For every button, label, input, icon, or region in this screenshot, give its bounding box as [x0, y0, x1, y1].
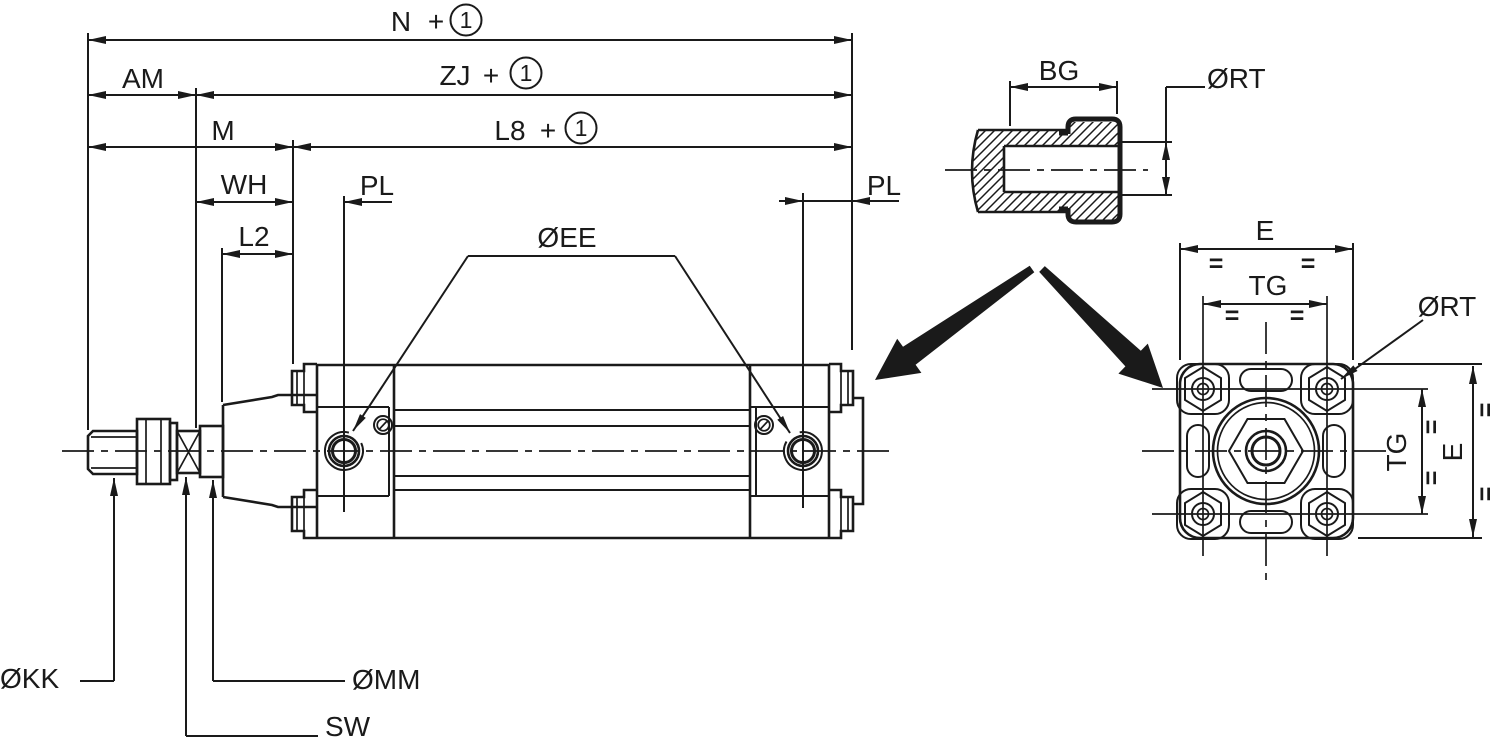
- dim-label-rt-detail: ØRT: [1207, 63, 1266, 94]
- dim-label-l2: L2: [238, 221, 269, 252]
- dim-label-am: AM: [122, 63, 164, 94]
- main-dimension-labels: N + 1 AM ZJ + 1 M L8 + 1 WH PL PL L2 ØEE: [122, 3, 901, 253]
- dim-label-bg: BG: [1039, 55, 1079, 86]
- circled-note-l8: [564, 111, 598, 145]
- main-dimension-lines: [88, 36, 899, 434]
- cylinder-side-view: [62, 362, 890, 540]
- circled-note-zj-text: 1: [520, 60, 533, 86]
- equal-mark: =: [1290, 302, 1305, 330]
- dim-label-ee: ØEE: [537, 222, 596, 253]
- dim-label-sw: SW: [325, 711, 371, 741]
- slot-top: [1239, 368, 1293, 392]
- pointer-arrow-right: [1039, 266, 1163, 388]
- dim-label-zj: ZJ: [439, 60, 470, 91]
- tie-rod-nut-tr: [1300, 363, 1354, 415]
- dim-label-zj-plus: +: [483, 60, 499, 91]
- end-view: E = = TG = = ØRT TG = = E = =: [1142, 215, 1500, 583]
- dim-label-l8: L8: [494, 115, 525, 146]
- pointer-arrows: [875, 265, 1163, 388]
- dim-label-tg-top: TG: [1249, 270, 1288, 301]
- cushion-screw-left: [373, 415, 393, 435]
- circled-note-n: [449, 3, 483, 37]
- circled-note-zj: [509, 56, 543, 90]
- equal-mark: =: [1209, 250, 1224, 278]
- dim-label-rt-end: ØRT: [1418, 291, 1477, 322]
- circled-note-n-text: 1: [460, 7, 473, 33]
- dim-label-mm: ØMM: [352, 664, 420, 695]
- slot-right: [1322, 424, 1346, 478]
- equal-mark: =: [1472, 487, 1500, 502]
- dim-label-wh: WH: [221, 169, 268, 200]
- dim-label-tg-side: TG: [1381, 433, 1412, 472]
- cushion-screw-right: [754, 415, 774, 435]
- bottom-callouts: ØKK ØMM SW: [0, 477, 420, 741]
- equal-mark: =: [1301, 250, 1316, 278]
- equal-mark: =: [1418, 420, 1446, 435]
- detail-section-view: BG ØRT: [945, 55, 1266, 225]
- main-extension-lines: [87, 33, 853, 512]
- tie-rod-nut-br: [1300, 488, 1354, 540]
- center-boss: [1211, 396, 1321, 506]
- dim-label-m: M: [211, 115, 234, 146]
- pointer-arrow-left: [875, 265, 1035, 380]
- dim-label-kk: ØKK: [0, 663, 59, 694]
- port-right: [782, 431, 823, 472]
- dim-label-pl-left: PL: [360, 170, 394, 201]
- rear-boss: [853, 396, 865, 506]
- dim-label-n-plus: +: [428, 6, 444, 37]
- port-left: [323, 430, 364, 471]
- dim-label-e-side: E: [1437, 443, 1468, 462]
- dim-label-pl-right: PL: [867, 170, 901, 201]
- dim-label-n: N: [391, 6, 411, 37]
- equal-mark: =: [1225, 302, 1240, 330]
- equal-mark: =: [1418, 471, 1446, 486]
- circled-note-l8-text: 1: [575, 115, 588, 141]
- dim-label-e-top: E: [1256, 215, 1275, 246]
- slot-left: [1186, 424, 1210, 478]
- slot-bottom: [1239, 510, 1293, 534]
- tie-rod-nut-tl: [1176, 363, 1230, 415]
- dim-label-l8-plus: +: [540, 115, 556, 146]
- equal-mark: =: [1472, 403, 1500, 418]
- tie-rod-nut-bl: [1176, 488, 1230, 540]
- end-flange: [1178, 362, 1355, 540]
